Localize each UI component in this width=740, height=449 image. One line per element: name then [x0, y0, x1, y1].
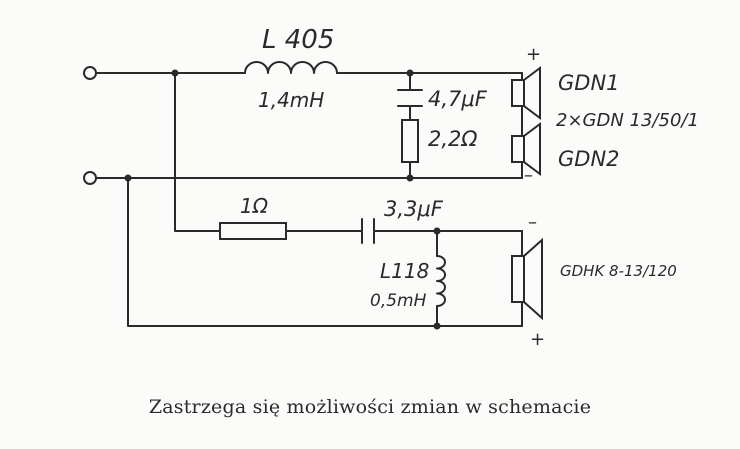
label-c1-value: 4,7μF	[428, 87, 488, 111]
junction-dot	[124, 174, 132, 182]
speaker-gdn1	[511, 66, 541, 120]
junction-dot	[433, 322, 441, 330]
label-tweeter-type: GDHK 8-13/120	[560, 262, 677, 280]
inductor-l118	[436, 255, 446, 307]
polarity-minus-mid: –	[524, 165, 533, 186]
speaker-gdn2	[511, 122, 541, 176]
polarity-minus-tweeter: –	[528, 212, 537, 233]
label-gdn2: GDN2	[558, 147, 620, 171]
polarity-plus-top: +	[526, 44, 541, 65]
capacitor-3-3uf	[361, 218, 375, 244]
junction-dot	[171, 69, 179, 77]
label-r2-value: 1Ω	[240, 194, 269, 218]
label-l118-value: 0,5mH	[370, 291, 427, 311]
inductor-l405	[244, 61, 338, 74]
label-l405-value: 1,4mH	[258, 88, 324, 112]
label-gdn1: GDN1	[558, 71, 620, 95]
label-l118-name: L118	[380, 259, 429, 283]
label-l405-name: L 405	[262, 25, 334, 55]
schematic-caption: Zastrzega się możliwości zmian w schemac…	[148, 396, 592, 418]
junction-dot	[406, 69, 414, 77]
label-c2-value: 3,3μF	[384, 197, 444, 221]
label-woofer-type: 2×GDN 13/50/1	[556, 110, 699, 131]
input-terminal-bottom	[83, 171, 97, 185]
speaker-gdhk-tweeter	[511, 237, 543, 321]
capacitor-4-7uf	[397, 89, 423, 107]
polarity-plus-bottom: +	[530, 329, 545, 350]
junction-dot	[433, 227, 441, 235]
resistor-1ohm	[219, 222, 287, 240]
junction-dot	[406, 174, 414, 182]
label-r1-value: 2,2Ω	[428, 127, 477, 151]
input-terminal-top	[83, 66, 97, 80]
resistor-2-2ohm	[401, 119, 419, 163]
